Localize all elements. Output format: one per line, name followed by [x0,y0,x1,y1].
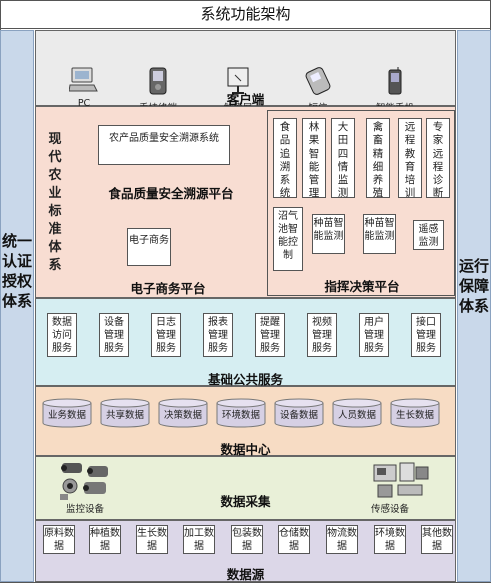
service-box: 报表管理服务 [203,313,233,357]
service-box: 设备管理服务 [99,313,129,357]
data-store: 共享数据 [100,398,150,428]
command-item: 专家远程诊断 [426,118,450,200]
diagram-title: 系统功能架构 [0,0,491,29]
service-box: 视频管理服务 [307,313,337,357]
service-box: 接口管理服务 [411,313,441,357]
data-store: 环境数据 [216,398,266,428]
command-item: 种苗智能监测 [312,214,345,254]
right-side-bar: 运行保障体系 [457,30,491,582]
public-services-band: 数据访问服务 设备管理服务 日志管理服务 报表管理服务 提醒管理服务 视频管理服… [35,298,456,387]
command-item: 禽畜精细养殖 [366,118,390,200]
monitoring-device-label: 监控设备 [66,504,105,515]
traceability-label: 食品质量安全溯源平台 [108,186,234,201]
service-box: 日志管理服务 [151,313,181,357]
data-center-label: 数据中心 [220,442,271,457]
left-side-bar: 统一认证授权体系 [0,30,34,582]
ecommerce-label: 电子商务平台 [130,281,206,296]
command-item-label: 食品追溯系统 [279,121,291,200]
data-store-label: 业务数据 [47,410,86,421]
command-item: 远程教育培训 [398,118,422,200]
source-box: 加工数据 [183,525,215,554]
command-item: 沼气池智能控制 [273,207,303,271]
data-source-band: 原料数据 种植数据 生长数据 加工数据 包装数据 仓储数据 物流数据 环境数据 … [35,520,456,582]
command-item: 遥感监测 [413,220,444,250]
command-item: 食品追溯系统 [273,118,297,200]
sensor-device-label: 传感设备 [371,504,410,515]
source-box: 包装数据 [231,525,263,554]
sms-phone-icon [305,67,331,95]
source-box: 原料数据 [43,525,75,554]
data-store: 人员数据 [332,398,382,428]
data-store-label: 设备数据 [279,410,318,421]
source-box: 生长数据 [136,525,168,554]
left-side-label: 统一认证授权体系 [1,232,32,310]
source-box: 仓储数据 [278,525,310,554]
platform-band: 现代农业标准体系 农产品质量安全溯源系统 食品质量安全溯源平台 电子商务 电子商… [35,106,456,298]
ecommerce-box: 电子商务 [127,228,171,266]
data-store-label: 决策数据 [163,410,202,421]
service-box: 用户管理服务 [359,313,389,357]
device-pc: PC [54,67,114,109]
command-item-label: 禽畜精细养殖 [372,121,384,200]
command-item-label: 林果智能管理 [308,121,320,200]
command-item: 林果智能管理 [302,118,326,200]
source-box: 环境数据 [374,525,406,554]
data-store-label: 生长数据 [395,410,434,421]
service-box: 数据访问服务 [47,313,77,357]
sensor-device-icon [373,462,429,498]
command-item-label: 专家远程诊断 [432,121,444,200]
data-store-label: 人员数据 [337,410,376,421]
device-label: PC [77,98,91,109]
command-item: 种苗智能监测 [363,214,396,254]
data-store: 业务数据 [42,398,92,428]
standards-label: 现代农业标准体系 [48,132,62,273]
data-collection-label: 数据采集 [220,494,271,509]
source-box: 物流数据 [326,525,358,554]
traceability-system-box: 农产品质量安全溯源系统 [98,125,230,165]
client-label: 客户端 [226,92,265,107]
data-store-label: 环境数据 [221,410,260,421]
data-collection-band: 监控设备 数据采集 传感设备 [35,456,456,520]
command-item: 大田四情监测 [331,118,355,200]
source-box: 种植数据 [89,525,121,554]
data-store: 设备数据 [274,398,324,428]
data-source-label: 数据源 [226,567,265,582]
public-services-label: 基础公共服务 [207,372,283,387]
command-item-label: 大田四情监测 [337,121,349,200]
client-band: PC 手持终端 触摸屏 短信 智能手机 客户端 [35,30,456,114]
command-item-label: 远程教育培训 [404,121,416,200]
right-side-label: 运行保障体系 [458,257,489,315]
handheld-terminal-icon [149,67,167,95]
data-store: 生长数据 [390,398,440,428]
pc-icon [69,67,98,92]
service-box: 提醒管理服务 [255,313,285,357]
command-label: 指挥决策平台 [324,279,400,294]
data-store: 决策数据 [158,398,208,428]
smartphone-icon [388,67,402,95]
camera-cluster-icon [60,463,108,500]
source-box: 其他数据 [421,525,453,554]
data-store-label: 共享数据 [105,410,144,421]
touchscreen-icon [227,67,249,94]
